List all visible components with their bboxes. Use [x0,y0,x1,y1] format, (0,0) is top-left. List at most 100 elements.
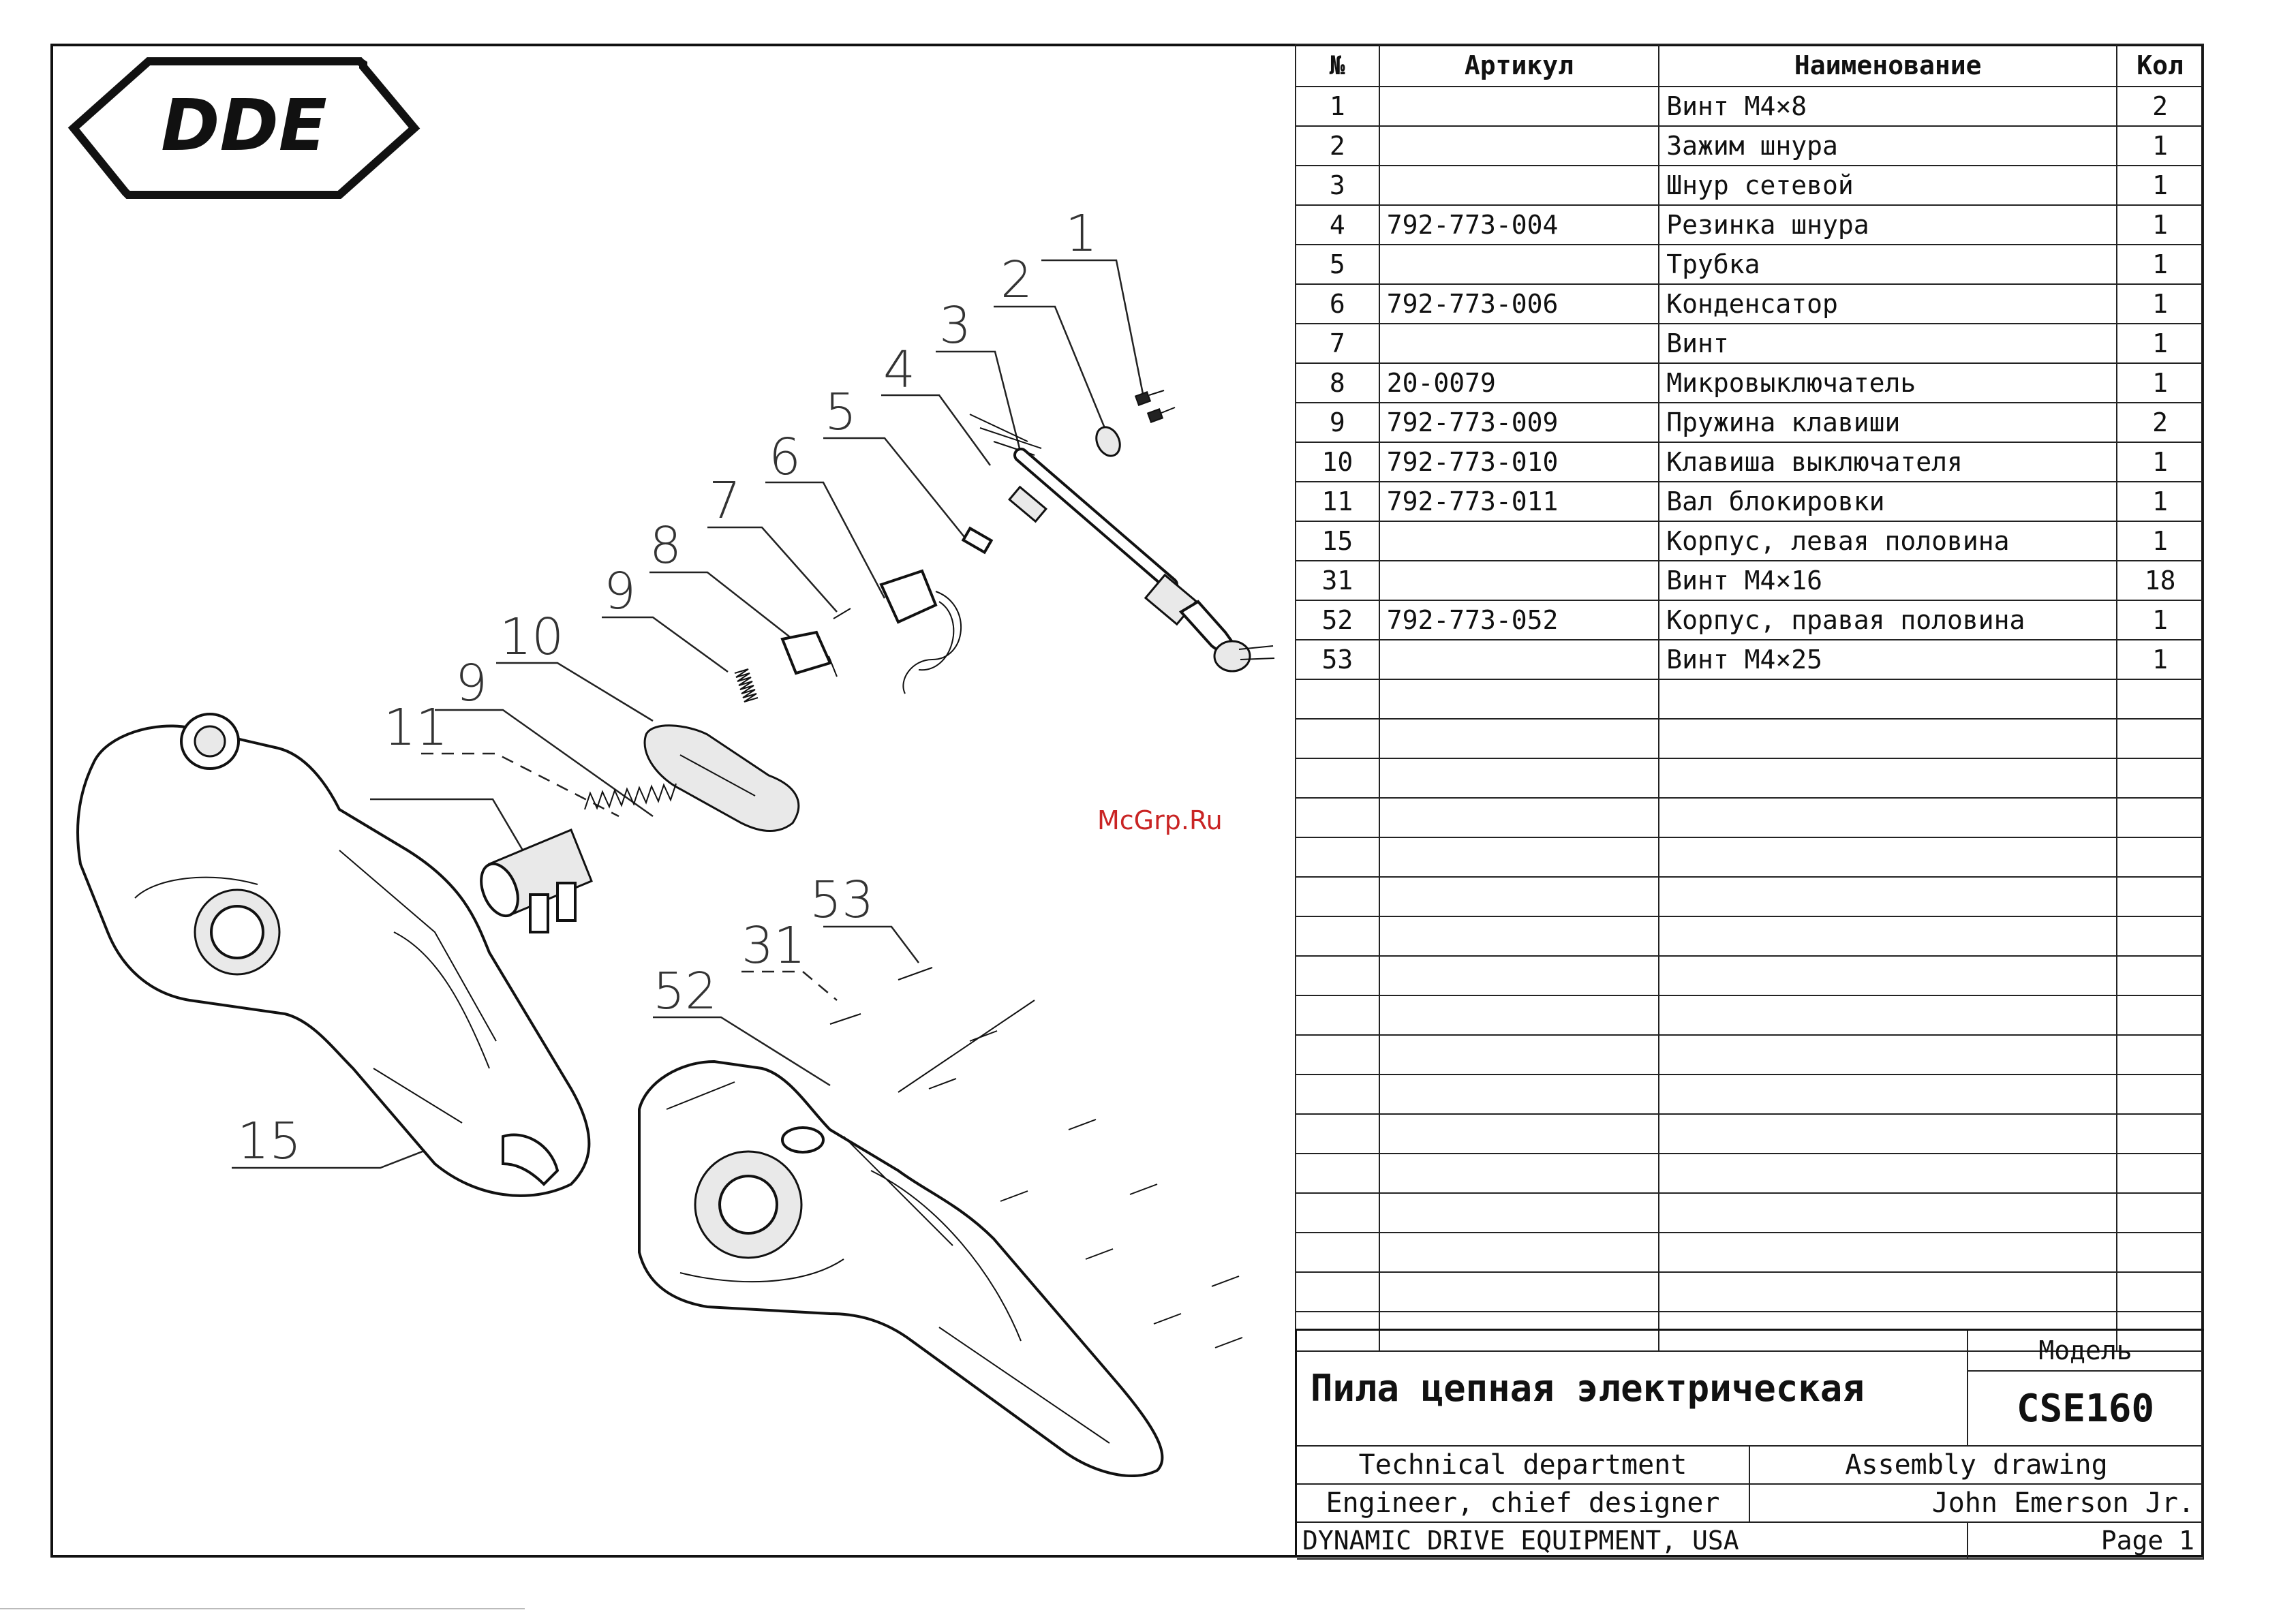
part-number [1295,679,1380,720]
article-number [1378,165,1660,206]
article-number: 792-773-011 [1378,481,1660,522]
quantity: 1 [2116,481,2204,522]
part-name [1658,797,2118,838]
part-name [1658,679,2118,720]
header-qty: Кол [2116,44,2204,87]
part-number: 10 [1295,442,1380,482]
quantity: 1 [2116,521,2204,561]
part-name: Шнур сетевой [1658,165,2118,206]
article-number [1378,1153,1660,1194]
part-number [1295,1153,1380,1194]
table-row [1295,995,2204,1036]
part-number: 4 [1295,204,1380,245]
callout-8: 8 [649,516,682,575]
article-number [1378,1311,1660,1352]
model-value: CSE160 [2016,1386,2155,1431]
quantity [2116,1153,2204,1194]
callout-6: 6 [769,428,801,486]
article-number: 792-773-004 [1378,204,1660,245]
part-name [1658,1232,2118,1273]
quantity: 2 [2116,86,2204,127]
part-name: Конденсатор [1658,283,2118,324]
part-name: Зажим шнура [1658,125,2118,166]
product-title: Пила цепная электрическая [1311,1366,1865,1410]
quantity [2116,1034,2204,1075]
quantity: 1 [2116,442,2204,482]
header-name: Наименование [1658,44,2118,87]
quantity: 1 [2116,323,2204,364]
part-number [1295,916,1380,957]
part-number [1295,758,1380,799]
table-row [1295,916,2204,957]
article-number [1378,797,1660,838]
exploded-view-drawing: DDE 1 2 3 4 5 6 7 8 9 10 9 11 15 53 [53,46,1295,1555]
part-number: 9 [1295,402,1380,443]
quantity [2116,876,2204,917]
part-number [1295,1074,1380,1115]
power-cord [969,414,1275,673]
article-number [1378,679,1660,720]
part-name: Трубка [1658,244,2118,285]
part-name: Резинка шнура [1658,204,2118,245]
tube [961,526,994,555]
part-number [1295,1232,1380,1273]
quantity [2116,1113,2204,1154]
switch-trigger [643,724,800,833]
part-name: Винт М4×16 [1658,560,2118,601]
part-name: Винт [1658,323,2118,364]
callout-1: 1 [1065,204,1097,263]
article-number: 792-773-052 [1378,600,1660,640]
quantity [2116,1074,2204,1115]
quantity [2116,1271,2204,1312]
part-name: Микровыключатель [1658,362,2118,403]
callout-52: 52 [653,962,717,1021]
company-cell: DYNAMIC DRIVE EQUIPMENT, USA [1297,1523,1968,1560]
part-number: 15 [1295,521,1380,561]
quantity [2116,1192,2204,1233]
part-name [1658,837,2118,878]
table-row [1295,837,2204,878]
callout-15: 15 [237,1112,301,1171]
part-number [1295,1271,1380,1312]
part-name: Корпус, правая половина [1658,600,2118,640]
callout-10: 10 [500,608,564,666]
dde-logo: DDE [67,57,420,199]
callout-11: 11 [384,698,448,757]
callout-2: 2 [1000,251,1032,309]
part-name: Винт М4×8 [1658,86,2118,127]
callout-4: 4 [883,341,915,399]
table-row [1295,679,2204,720]
part-number: 8 [1295,362,1380,403]
table-row [1295,1074,2204,1115]
page-cell: Page 1 [1968,1523,2204,1560]
part-name [1658,1113,2118,1154]
quantity: 1 [2116,244,2204,285]
article-number [1378,876,1660,917]
microswitch [780,630,838,677]
table-row [1295,1113,2204,1154]
part-number: 2 [1295,125,1380,166]
part-number [1295,718,1380,759]
article-number [1378,244,1660,285]
housing-right-half [638,1060,1164,1477]
article-number [1378,1113,1660,1154]
model-cell: CSE160 [1968,1372,2204,1447]
callout-53: 53 [810,871,874,929]
part-name [1658,876,2118,917]
part-name [1658,995,2118,1036]
leader-lines [232,259,1145,1169]
quantity: 2 [2116,402,2204,443]
bottom-divider [0,1608,525,1609]
screws-m4x8 [1134,390,1176,423]
part-number: 52 [1295,600,1380,640]
table-row [1295,718,2204,759]
role: Engineer, chief designer [1326,1487,1720,1519]
screw-7 [833,608,851,619]
table-row [1295,955,2204,996]
